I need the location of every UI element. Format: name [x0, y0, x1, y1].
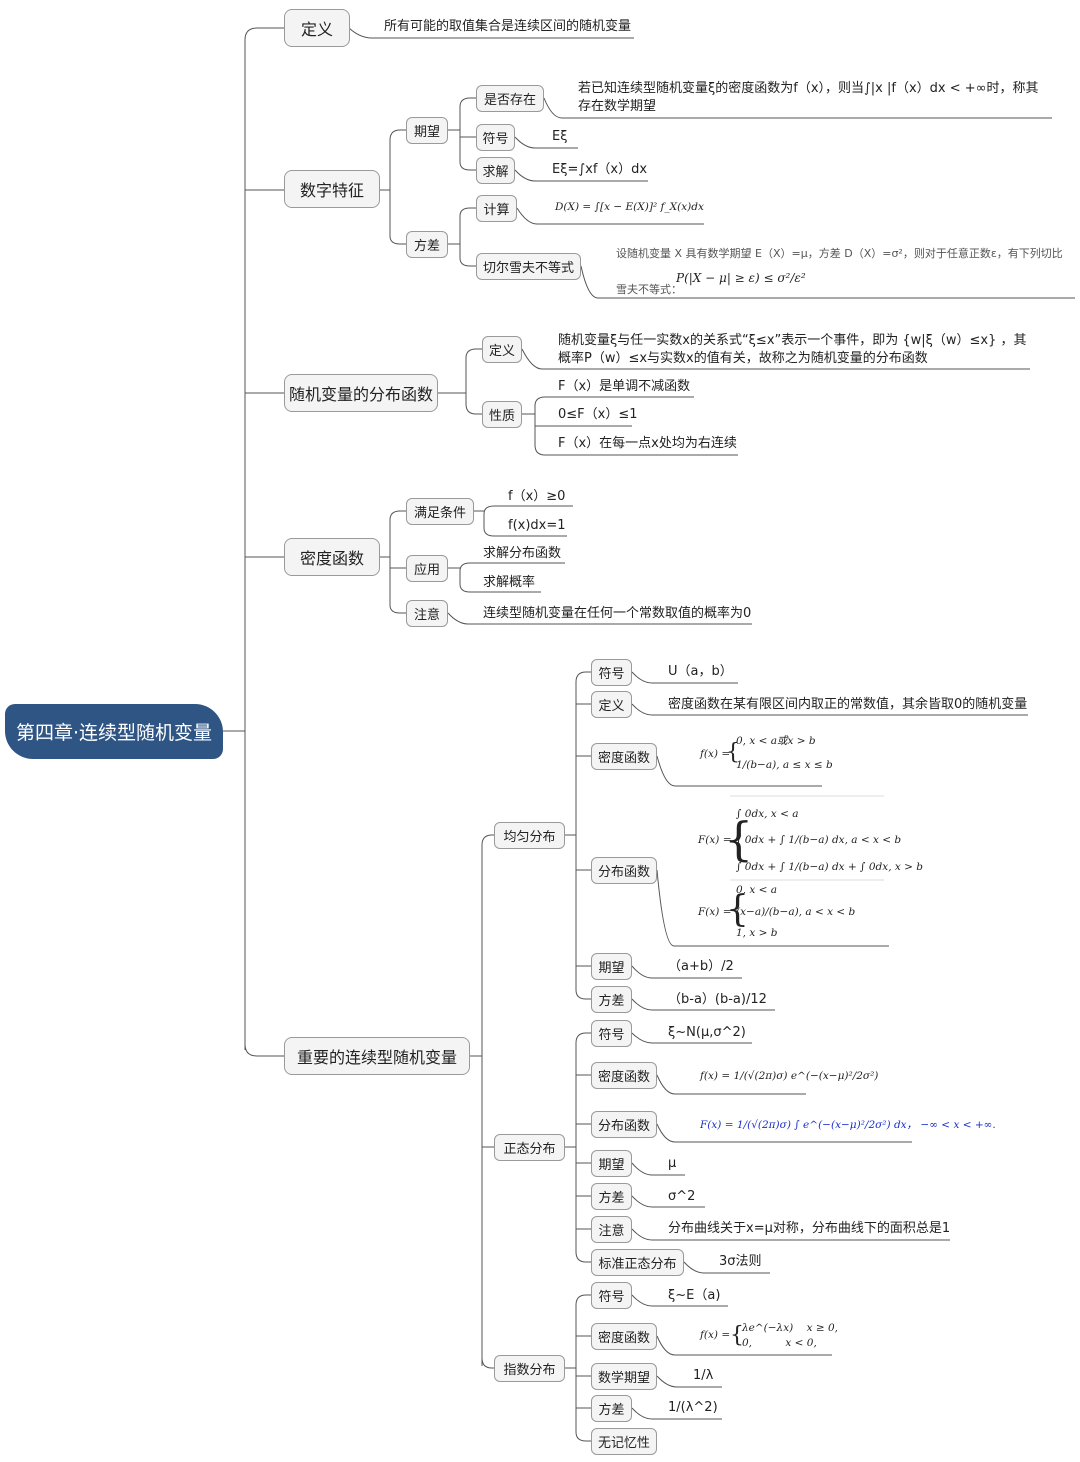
Fx-label: F(x) =: [698, 906, 732, 918]
node-normal[interactable]: 正态分布: [494, 1134, 565, 1161]
node-variance[interactable]: 方差: [406, 231, 448, 258]
uniform-cdf-case: ∫ 0dx + ∫ 1/(b−a) dx, a < x < b: [736, 834, 902, 846]
topic-distribution-function[interactable]: 随机变量的分布函数: [284, 374, 438, 412]
normal-cdf-formula: F(x) = 1/(√(2π)σ) ∫ e^(−(x−μ)²/2σ²) dx， …: [700, 1119, 996, 1131]
root-topic[interactable]: 第四章·连续型随机变量: [5, 704, 223, 759]
normal-note-text: 分布曲线关于x=μ对称，分布曲线下的面积总是1: [668, 1221, 951, 1236]
uniform-cdf-case: ∫ 0dx, x < a: [736, 808, 799, 820]
uniform-cdf-case: ∫ 0dx + ∫ 1/(b−a) dx + ∫ 0dx, x > b: [736, 861, 923, 873]
exp-symbol-node[interactable]: 符号: [591, 1282, 632, 1309]
property-item: F（x）在每一点x处均为右连续: [558, 436, 737, 451]
definition-text: 所有可能的取值集合是连续区间的随机变量: [384, 19, 632, 34]
exists-text: 若已知连续型随机变量ξ的密度函数为f（x），则当∫|x |f（x）dx < +∞…: [578, 81, 1039, 114]
condition-item: f(x)dx=1: [508, 518, 566, 533]
exp-pdf-case: λe^(−λx) x ≥ 0,: [742, 1322, 838, 1334]
uniform-symbol-node[interactable]: 符号: [591, 659, 632, 686]
uniform-mean-node[interactable]: 期望: [591, 953, 632, 980]
node-application[interactable]: 应用: [406, 555, 448, 582]
topic-density-function[interactable]: 密度函数: [284, 538, 380, 576]
node-expectation[interactable]: 期望: [406, 117, 448, 144]
node-chebyshev[interactable]: 切尔雪夫不等式: [476, 253, 581, 280]
uniform-variance-value: （b-a）(b-a)/12: [668, 992, 767, 1007]
node-symbol[interactable]: 符号: [476, 124, 515, 151]
memoryless-node[interactable]: 无记忆性: [591, 1428, 657, 1455]
uniform-definition-node[interactable]: 定义: [591, 691, 632, 718]
exp-symbol-value: ξ~E（a): [668, 1288, 721, 1303]
uniform-pdf-node[interactable]: 密度函数: [591, 743, 657, 770]
normal-variance-node[interactable]: 方差: [591, 1183, 632, 1210]
exp-variance-value: 1/(λ^2): [668, 1400, 718, 1415]
dist-definition-text: 随机变量ξ与任一实数x的关系式“ξ≤x”表示一个事件，即为 {w|ξ（w）≤x}…: [558, 333, 1027, 366]
node-dist-properties[interactable]: 性质: [482, 401, 522, 428]
normal-symbol-node[interactable]: 符号: [591, 1020, 632, 1047]
standard-normal-node[interactable]: 标准正态分布: [591, 1249, 684, 1276]
three-sigma-rule: 3σ法则: [719, 1254, 762, 1269]
chebyshev-formula: P(|X − μ| ≥ ε) ≤ σ²/ε²: [676, 271, 806, 285]
uniform-pdf-case: 1/(b−a), a ≤ x ≤ b: [736, 759, 833, 771]
node-solve[interactable]: 求解: [476, 157, 515, 184]
normal-cdf-node[interactable]: 分布函数: [591, 1111, 657, 1138]
brace-icon: {: [726, 740, 740, 765]
node-calc[interactable]: 计算: [476, 195, 517, 222]
brace-icon: {: [730, 1323, 744, 1348]
topic-definition[interactable]: 定义: [284, 9, 350, 47]
uniform-cdf-node[interactable]: 分布函数: [591, 857, 657, 884]
normal-mean-value: μ: [668, 1156, 677, 1171]
application-item: 求解概率: [483, 575, 536, 590]
uniform-cdf-case: (x−a)/(b−a), a < x < b: [736, 906, 856, 918]
exp-pdf-node[interactable]: 密度函数: [591, 1323, 657, 1350]
node-uniform[interactable]: 均匀分布: [494, 822, 565, 849]
fx-label: f(x) =: [700, 1329, 731, 1341]
uniform-cdf-case: 1, x > b: [736, 927, 778, 939]
uniform-pdf-case: 0, x < a或x > b: [736, 735, 816, 747]
Fx-label: F(x) =: [698, 834, 732, 846]
uniform-symbol-value: U（a，b）: [668, 664, 733, 679]
normal-mean-node[interactable]: 期望: [591, 1150, 632, 1177]
normal-variance-value: σ^2: [668, 1189, 696, 1204]
solve-value: Eξ=∫xf（x）dx: [552, 162, 648, 177]
node-exponential[interactable]: 指数分布: [494, 1355, 565, 1382]
exp-mean-value: 1/λ: [693, 1368, 714, 1383]
node-conditions[interactable]: 满足条件: [406, 498, 474, 525]
condition-item: f（x）≥0: [508, 489, 566, 504]
normal-pdf-formula: f(x) = 1/(√(2π)σ) e^(−(x−μ)²/2σ²): [700, 1070, 879, 1082]
normal-symbol-value: ξ~N(μ,σ^2): [668, 1025, 746, 1040]
node-exists[interactable]: 是否存在: [476, 85, 544, 112]
brace-icon: {: [726, 889, 749, 930]
chebyshev-text: 设随机变量 X 具有数学期望 E（X）=μ，方差 D（X）=σ²，则对于任意正数…: [616, 247, 1063, 296]
application-item: 求解分布函数: [483, 546, 562, 561]
variance-formula: D(X) = ∫[x − E(X)]² f_X(x)dx: [555, 201, 704, 213]
node-dist-definition[interactable]: 定义: [482, 336, 522, 363]
property-item: 0≤F（x）≤1: [558, 407, 638, 422]
brace-icon: {: [724, 812, 754, 866]
node-note[interactable]: 注意: [406, 600, 448, 627]
topic-numeric-characteristics[interactable]: 数字特征: [284, 170, 380, 208]
fx-label: f(x) =: [700, 748, 731, 760]
normal-pdf-node[interactable]: 密度函数: [591, 1062, 657, 1089]
exp-variance-node[interactable]: 方差: [591, 1395, 632, 1422]
uniform-mean-value: （a+b）/2: [668, 959, 734, 974]
density-note-text: 连续型随机变量在任何一个常数取值的概率为0: [483, 606, 752, 621]
normal-note-node[interactable]: 注意: [591, 1216, 632, 1243]
topic-important-distributions[interactable]: 重要的连续型随机变量: [284, 1037, 470, 1075]
exp-mean-node[interactable]: 数学期望: [591, 1363, 657, 1390]
uniform-definition-text: 密度函数在某有限区间内取正的常数值，其余皆取0的随机变量: [668, 697, 1028, 712]
uniform-cdf-case: 0, x < a: [736, 884, 778, 896]
property-item: F（x）是单调不减函数: [558, 379, 691, 394]
uniform-variance-node[interactable]: 方差: [591, 986, 632, 1013]
symbol-value: Eξ: [552, 129, 568, 144]
exp-pdf-case: 0, x < 0,: [742, 1337, 817, 1349]
